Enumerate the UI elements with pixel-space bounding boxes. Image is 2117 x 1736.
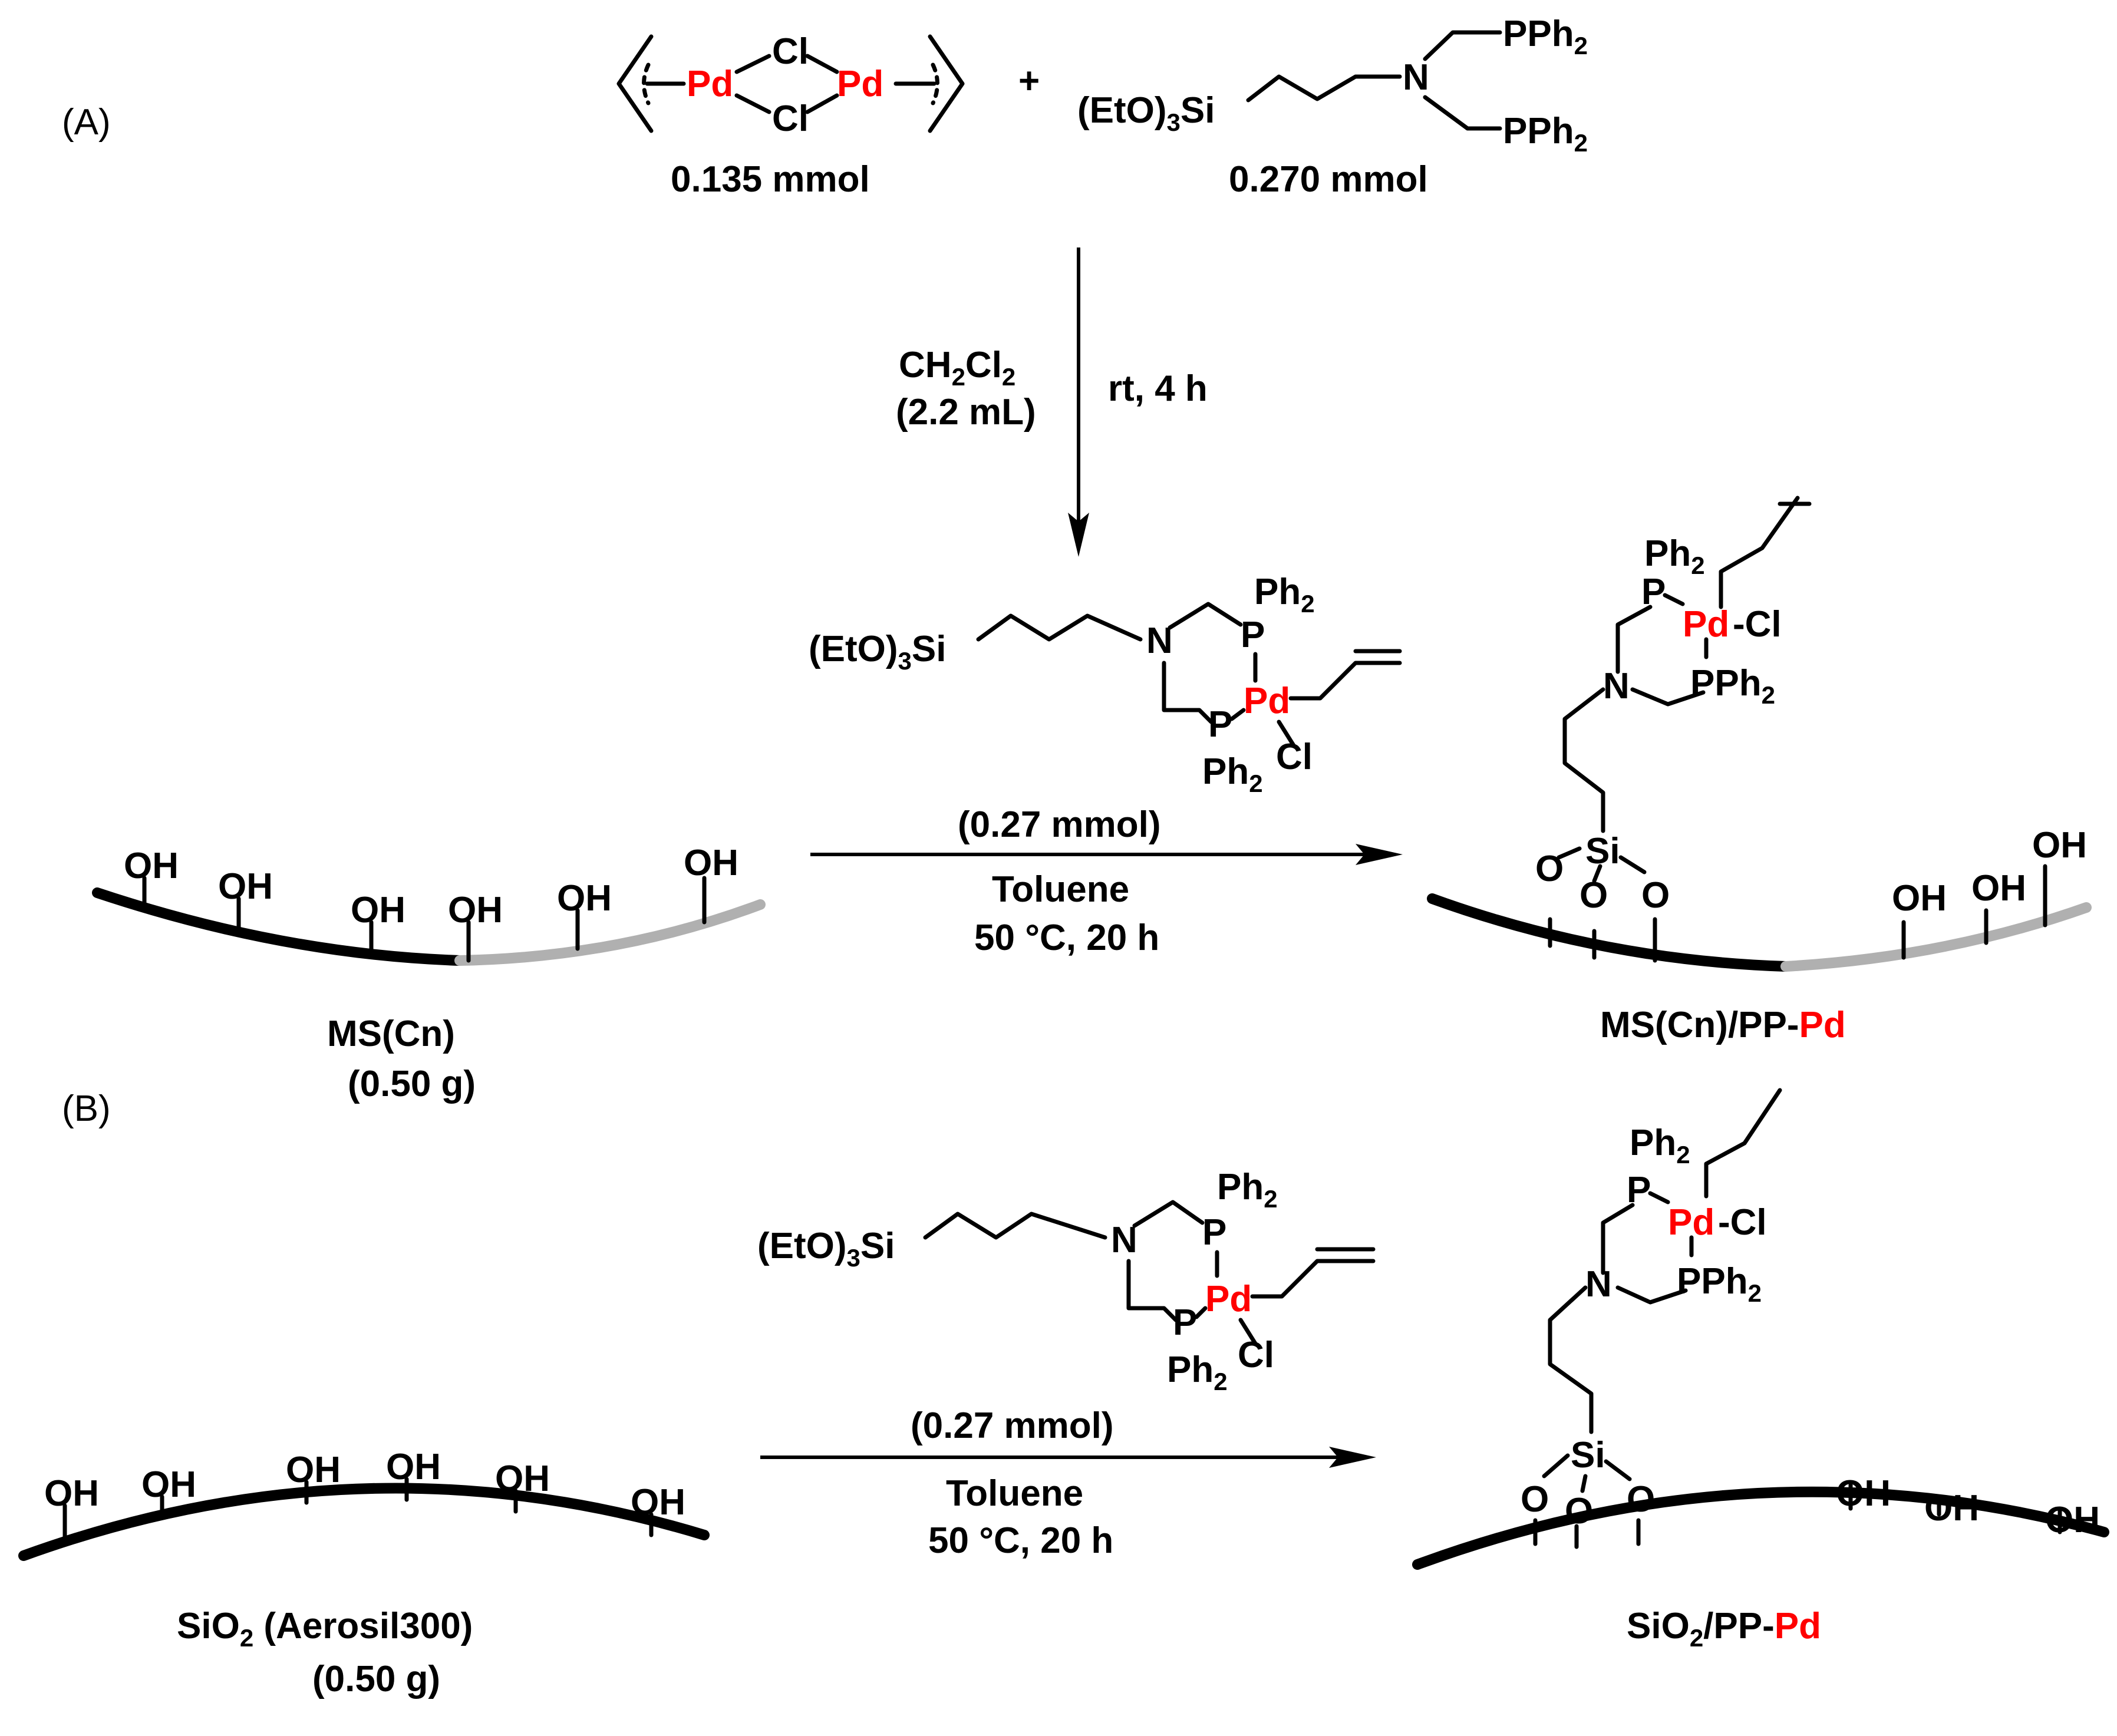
svg-text:PPh2: PPh2: [1677, 1261, 1762, 1307]
svg-text:-Cl: -Cl: [1718, 1202, 1767, 1243]
bridging-cl-bottom: Cl: [772, 98, 809, 139]
step2-conditions-b: 50 °C, 20 h: [928, 1520, 1113, 1561]
pd-complex-a: (EtO)3Si N P Ph2 P Ph2 Pd Cl: [809, 572, 1402, 797]
svg-text:OH: OH: [124, 846, 179, 886]
svg-text:Cl: Cl: [1238, 1335, 1274, 1375]
svg-text:P: P: [1202, 1212, 1226, 1253]
left-allyl-bracket: [616, 34, 654, 133]
svg-text:O: O: [1627, 1479, 1655, 1520]
svg-text:Cl: Cl: [1276, 737, 1313, 777]
ligand-pph2-bottom: PPh2: [1503, 111, 1588, 157]
step1-volume: (2.2 mL): [896, 392, 1036, 433]
svg-text:OH: OH: [286, 1450, 341, 1490]
svg-text:OH: OH: [684, 843, 738, 883]
pd-atom-right: Pd: [837, 64, 883, 104]
pd-complex-b: (EtO)3Si N P Ph2 P Ph2 Pd Cl: [757, 1167, 1376, 1395]
svg-text:Ph2: Ph2: [1167, 1349, 1228, 1395]
ms-support: OH OH OH OH OH OH: [92, 843, 766, 966]
ligand-amount: 0.270 mmol: [1229, 159, 1428, 200]
svg-text:OH: OH: [2045, 1500, 2100, 1540]
ms-product-name: MS(Cn)/PP-Pd: [1600, 1005, 1846, 1045]
svg-text:-Cl: -Cl: [1733, 604, 1782, 645]
svg-text:OH: OH: [631, 1482, 685, 1523]
svg-text:Ph2: Ph2: [1254, 572, 1315, 618]
right-allyl-bracket: [928, 34, 965, 133]
svg-text:OH: OH: [44, 1473, 99, 1514]
svg-text:P: P: [1208, 704, 1232, 745]
sio2-mass: (0.50 g): [312, 1659, 440, 1699]
step2-solvent-a: Toluene: [992, 869, 1129, 910]
ms-mass: (0.50 g): [348, 1064, 476, 1104]
ligand-structure: (EtO)3Si N PPh2 PPh2: [1077, 14, 1588, 157]
step1-arrowhead: [1068, 513, 1089, 557]
pd-center-b: Pd: [1205, 1279, 1252, 1319]
svg-text:OH: OH: [557, 878, 612, 919]
svg-text:Ph2: Ph2: [1202, 751, 1263, 797]
sio2-product-name: SiO2/PP-Pd: [1627, 1606, 1821, 1652]
svg-text:Ph2: Ph2: [1630, 1123, 1690, 1169]
step2-amount-b: (0.27 mmol): [911, 1405, 1114, 1446]
svg-text:O: O: [1535, 849, 1564, 889]
step2-solvent-b: Toluene: [946, 1473, 1083, 1514]
svg-text:P: P: [1627, 1170, 1651, 1210]
svg-text:P: P: [1241, 615, 1265, 655]
svg-text:O: O: [1641, 875, 1670, 916]
svg-text:OH: OH: [1892, 878, 1947, 919]
svg-text:Si: Si: [1571, 1435, 1605, 1476]
svg-text:OH: OH: [2032, 825, 2087, 866]
step1-conditions: rt, 4 h: [1108, 368, 1208, 409]
svg-text:N: N: [1585, 1264, 1612, 1305]
step2-conditions-a: 50 °C, 20 h: [974, 917, 1159, 958]
ligand-eto: (EtO)3Si: [1077, 90, 1215, 136]
svg-text:P: P: [1641, 572, 1666, 612]
svg-text:OH: OH: [1971, 868, 2026, 909]
sio2-name: SiO2 (Aerosil300): [177, 1606, 473, 1652]
pd-atom-left: Pd: [687, 64, 733, 104]
bridging-cl-top: Cl: [772, 31, 809, 72]
dimer-amount: 0.135 mmol: [671, 159, 870, 200]
svg-text:O: O: [1565, 1491, 1593, 1532]
ligand-pph2-top: PPh2: [1503, 14, 1588, 60]
svg-text:OH: OH: [141, 1464, 196, 1505]
allyl-pd-dimer: Pd Pd Cl Cl: [616, 31, 965, 139]
panel-label-b: (B): [62, 1088, 111, 1129]
svg-text:Ph2: Ph2: [1644, 533, 1705, 579]
svg-text:Si: Si: [1585, 831, 1620, 872]
pd-center-a: Pd: [1244, 681, 1290, 721]
svg-text:OH: OH: [1924, 1488, 1979, 1529]
svg-text:PPh2: PPh2: [1690, 663, 1775, 709]
svg-text:Ph2: Ph2: [1217, 1167, 1278, 1213]
step2-amount-a: (0.27 mmol): [958, 804, 1161, 845]
svg-text:OH: OH: [448, 890, 503, 930]
ms-product: O O O Si N P Pd -Cl PPh2 Ph2 OH OH OH: [1427, 496, 2092, 972]
svg-text:(EtO)3Si: (EtO)3Si: [809, 629, 946, 675]
svg-text:OH: OH: [218, 866, 273, 907]
svg-text:OH: OH: [1836, 1473, 1891, 1514]
ms-name: MS(Cn): [327, 1014, 455, 1054]
step1-solvent: CH2Cl2: [899, 345, 1015, 391]
panel-label-a: (A): [62, 102, 111, 143]
svg-text:P: P: [1173, 1302, 1197, 1343]
plus-sign: +: [1018, 61, 1040, 101]
svg-text:(EtO)3Si: (EtO)3Si: [757, 1226, 895, 1272]
sio2-support: OH OH OH OH OH OH: [18, 1447, 710, 1561]
svg-text:OH: OH: [351, 890, 405, 930]
svg-text:OH: OH: [386, 1447, 441, 1487]
sio2-product: O O O Si N P Pd -Cl PPh2 Ph2 OH OH OH: [1412, 1088, 2109, 1570]
svg-text:OH: OH: [495, 1458, 550, 1499]
ligand-n: N: [1403, 57, 1429, 98]
svg-text:O: O: [1521, 1479, 1549, 1520]
